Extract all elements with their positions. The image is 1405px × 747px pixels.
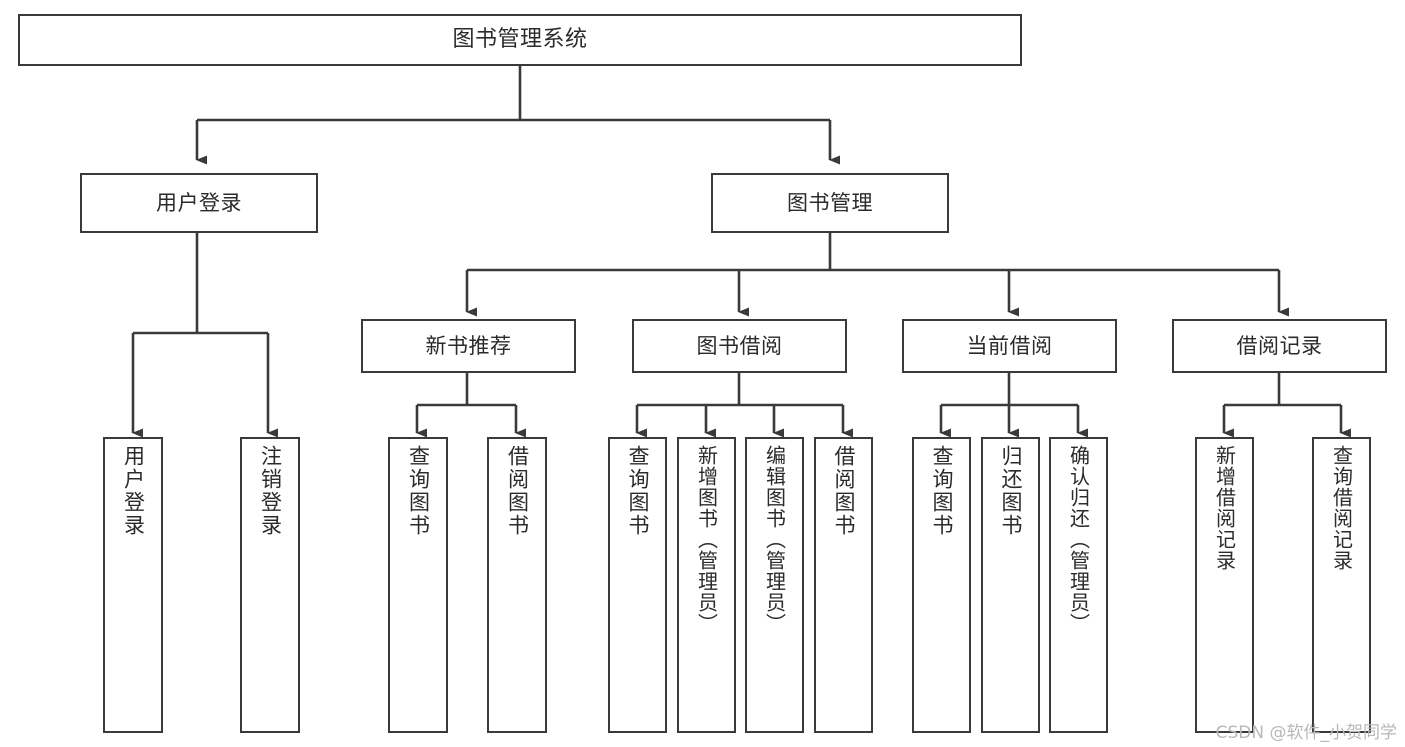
node-current-borrow-label: 当前借阅 (966, 333, 1053, 358)
csdn-watermark: CSDN @软件_小贺同学 (1215, 723, 1397, 743)
node-leaf-return-book-label: 归还图书 (999, 445, 1023, 537)
node-new-book-recommend-label: 新书推荐 (425, 333, 512, 358)
node-leaf-confirm-return-label: 确认归还（管理员） (1066, 445, 1091, 634)
node-leaf-user-login-label: 用户登录 (121, 445, 146, 537)
node-book-borrow[interactable]: 图书借阅 (632, 319, 847, 373)
node-leaf-edit-book[interactable]: 编辑图书（管理员） (745, 437, 804, 733)
node-leaf-query-book-2[interactable]: 查询图书 (608, 437, 667, 733)
node-root[interactable]: 图书管理系统 (18, 14, 1022, 66)
node-user-login[interactable]: 用户登录 (80, 173, 318, 233)
node-book-manage[interactable]: 图书管理 (711, 173, 949, 233)
node-leaf-query-book-3-label: 查询图书 (930, 445, 954, 537)
node-leaf-user-logout[interactable]: 注销登录 (240, 437, 300, 733)
node-leaf-query-book-1-label: 查询图书 (406, 445, 431, 537)
node-borrow-record-label: 借阅记录 (1236, 333, 1323, 358)
node-leaf-add-record[interactable]: 新增借阅记录 (1195, 437, 1254, 733)
node-leaf-borrow-book-1-label: 借阅图书 (505, 445, 530, 537)
node-leaf-query-record-label: 查询借阅记录 (1329, 445, 1354, 571)
node-new-book-recommend[interactable]: 新书推荐 (361, 319, 576, 373)
node-leaf-query-book-2-label: 查询图书 (626, 445, 650, 537)
node-leaf-add-book[interactable]: 新增图书（管理员） (677, 437, 736, 733)
node-leaf-return-book[interactable]: 归还图书 (981, 437, 1040, 733)
node-leaf-edit-book-label: 编辑图书（管理员） (762, 445, 787, 634)
node-book-manage-label: 图书管理 (787, 190, 873, 215)
node-current-borrow[interactable]: 当前借阅 (902, 319, 1117, 373)
node-book-borrow-label: 图书借阅 (696, 333, 783, 358)
node-leaf-user-logout-label: 注销登录 (258, 445, 283, 537)
node-borrow-record[interactable]: 借阅记录 (1172, 319, 1387, 373)
node-leaf-borrow-book-2-label: 借阅图书 (832, 445, 856, 537)
node-leaf-query-book-3[interactable]: 查询图书 (912, 437, 971, 733)
node-leaf-user-login[interactable]: 用户登录 (103, 437, 163, 733)
node-root-label: 图书管理系统 (452, 27, 588, 53)
node-leaf-borrow-book-2[interactable]: 借阅图书 (814, 437, 873, 733)
node-leaf-query-record[interactable]: 查询借阅记录 (1312, 437, 1371, 733)
node-leaf-add-book-label: 新增图书（管理员） (694, 445, 719, 634)
node-leaf-confirm-return[interactable]: 确认归还（管理员） (1049, 437, 1108, 733)
node-user-login-label: 用户登录 (156, 190, 242, 215)
node-leaf-borrow-book-1[interactable]: 借阅图书 (487, 437, 547, 733)
node-leaf-add-record-label: 新增借阅记录 (1212, 445, 1237, 571)
node-leaf-query-book-1[interactable]: 查询图书 (388, 437, 448, 733)
